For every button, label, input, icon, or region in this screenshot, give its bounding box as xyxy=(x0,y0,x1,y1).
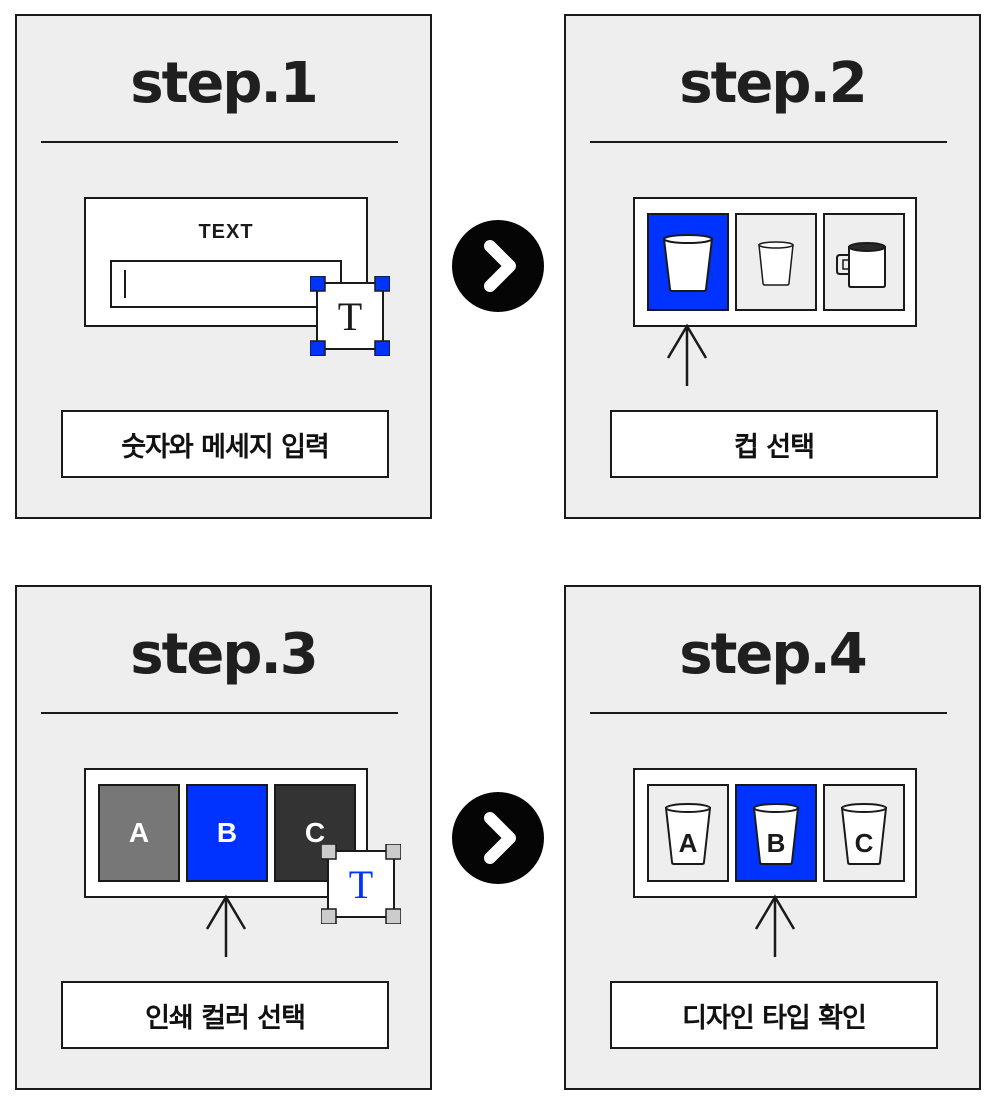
paper-cup-icon xyxy=(840,803,888,865)
step-4-panel: step.4 A B C 디자 xyxy=(564,585,981,1090)
design-option-c[interactable]: C xyxy=(823,784,905,882)
step-4-divider xyxy=(590,712,947,714)
step-3-title: step.3 xyxy=(130,622,318,687)
chevron-right-icon xyxy=(452,220,544,312)
step-4-caption: 디자인 타입 확인 xyxy=(610,981,938,1049)
design-option-c-label: C xyxy=(854,828,874,858)
text-input-field xyxy=(110,260,342,308)
design-option-b-label: B xyxy=(766,828,786,858)
paper-cup-icon xyxy=(664,803,712,865)
textbox-glyph: T xyxy=(349,862,373,907)
step-2-panel: step.2 컵 선택 xyxy=(564,14,981,519)
text-cursor xyxy=(124,270,126,298)
color-option-c[interactable]: C xyxy=(274,784,356,882)
arrow-up-icon xyxy=(752,893,798,963)
step-3-divider xyxy=(41,712,398,714)
text-input-mockup: TEXT xyxy=(84,197,368,327)
step-3-caption: 인쇄 컬러 선택 xyxy=(61,981,389,1049)
step-1-divider xyxy=(41,141,398,143)
design-option-b[interactable]: B xyxy=(735,784,817,882)
textbox-glyph: T xyxy=(338,294,362,339)
step-2-title: step.2 xyxy=(679,51,867,116)
textbox-icon: T xyxy=(320,843,402,925)
cup-options xyxy=(633,197,917,327)
chevron-right-icon xyxy=(452,792,544,884)
step-2-divider xyxy=(590,141,947,143)
step-2-caption: 컵 선택 xyxy=(610,410,938,478)
print-color-options: A B C xyxy=(84,768,368,898)
cup-option-mug[interactable] xyxy=(823,213,905,311)
text-field-label: TEXT xyxy=(198,221,254,243)
cup-option-large[interactable] xyxy=(647,213,729,311)
step-1-panel: step.1 TEXT T 숫자와 메세지 입력 xyxy=(15,14,432,519)
step-4-title: step.4 xyxy=(679,622,867,687)
color-option-a[interactable]: A xyxy=(98,784,180,882)
step-3-panel: step.3 A B C T 인쇄 컬러 선택 xyxy=(15,585,432,1090)
color-option-b[interactable]: B xyxy=(186,784,268,882)
textbox-icon: T xyxy=(309,275,391,357)
mug-icon xyxy=(836,242,886,288)
paper-cup-icon xyxy=(758,241,794,286)
cup-option-small[interactable] xyxy=(735,213,817,311)
step-1-caption: 숫자와 메세지 입력 xyxy=(61,410,389,478)
design-type-options: A B C xyxy=(633,768,917,898)
paper-cup-icon xyxy=(662,234,714,292)
step-1-title: step.1 xyxy=(130,51,318,116)
design-option-a-label: A xyxy=(678,828,698,858)
arrow-up-icon xyxy=(203,893,249,963)
paper-cup-icon xyxy=(752,803,800,865)
design-option-a[interactable]: A xyxy=(647,784,729,882)
arrow-up-icon xyxy=(664,322,710,392)
